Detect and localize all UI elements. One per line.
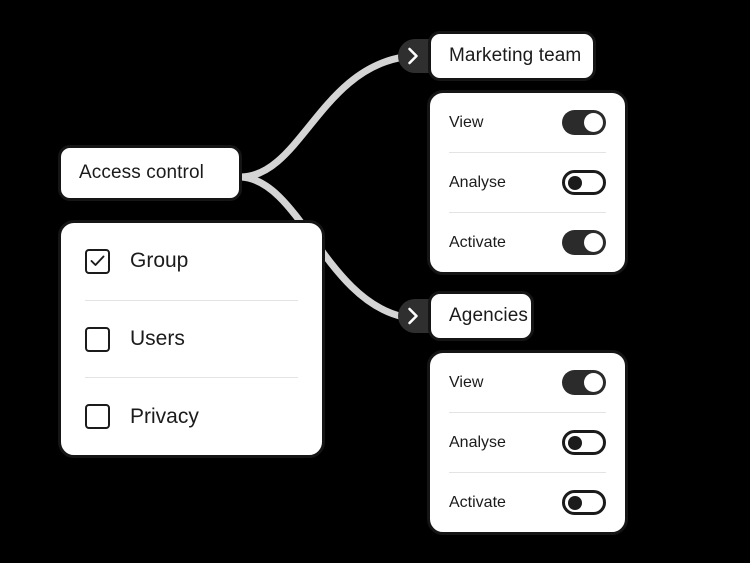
permission-label: Analyse xyxy=(449,433,506,451)
toggle-activate[interactable] xyxy=(562,490,606,515)
checkbox-unchecked-icon[interactable] xyxy=(85,326,110,352)
permission-row[interactable]: View xyxy=(449,353,606,412)
toggle-activate[interactable] xyxy=(562,230,606,255)
permissions-list: View Analyse Activate xyxy=(430,93,625,272)
toggle-knob xyxy=(567,175,582,190)
toggle-knob xyxy=(567,435,582,450)
permission-label: View xyxy=(449,113,484,131)
permission-label: View xyxy=(449,373,484,391)
node-access-control-label: Access control xyxy=(79,162,204,183)
toggle-view[interactable] xyxy=(562,110,606,135)
list-item[interactable]: Privacy xyxy=(85,377,298,455)
toggle-analyse[interactable] xyxy=(562,430,606,455)
options-list: Group Users Privacy xyxy=(61,223,322,455)
toggle-knob xyxy=(584,233,603,252)
permissions-panel-marketing-team: View Analyse Activate xyxy=(427,90,628,275)
list-item-label: Users xyxy=(130,327,185,350)
permission-row[interactable]: Activate xyxy=(449,212,606,272)
access-control-options-card: Group Users Privacy xyxy=(58,220,325,458)
permission-row[interactable]: View xyxy=(449,93,606,152)
list-item-label: Group xyxy=(130,249,189,273)
checkbox-unchecked-icon[interactable] xyxy=(85,404,110,430)
node-access-control[interactable]: Access control xyxy=(58,145,242,201)
permission-label: Activate xyxy=(449,493,506,511)
permission-label: Activate xyxy=(449,233,506,251)
permission-row[interactable]: Analyse xyxy=(449,412,606,472)
list-item[interactable]: Users xyxy=(85,299,298,378)
node-marketing-team-label: Marketing team xyxy=(449,45,582,66)
checkbox-checked-icon[interactable] xyxy=(85,248,110,274)
permission-row[interactable]: Activate xyxy=(449,472,606,532)
permission-label: Analyse xyxy=(449,173,506,191)
chevron-right-icon xyxy=(408,307,418,325)
permission-row[interactable]: Analyse xyxy=(449,152,606,212)
permissions-panel-agencies: View Analyse Activate xyxy=(427,350,628,535)
connector-to-marketing xyxy=(237,53,408,181)
node-marketing-team[interactable]: Marketing team xyxy=(428,31,596,81)
toggle-knob xyxy=(584,373,603,392)
list-item-label: Privacy xyxy=(130,404,199,428)
node-agencies[interactable]: Agencies xyxy=(428,291,534,341)
toggle-analyse[interactable] xyxy=(562,170,606,195)
toggle-knob xyxy=(584,113,603,132)
chevron-right-icon xyxy=(408,47,418,65)
toggle-view[interactable] xyxy=(562,370,606,395)
node-agencies-label: Agencies xyxy=(449,305,528,326)
toggle-knob xyxy=(567,495,582,510)
list-item[interactable]: Group xyxy=(85,223,298,300)
permissions-list: View Analyse Activate xyxy=(430,353,625,532)
